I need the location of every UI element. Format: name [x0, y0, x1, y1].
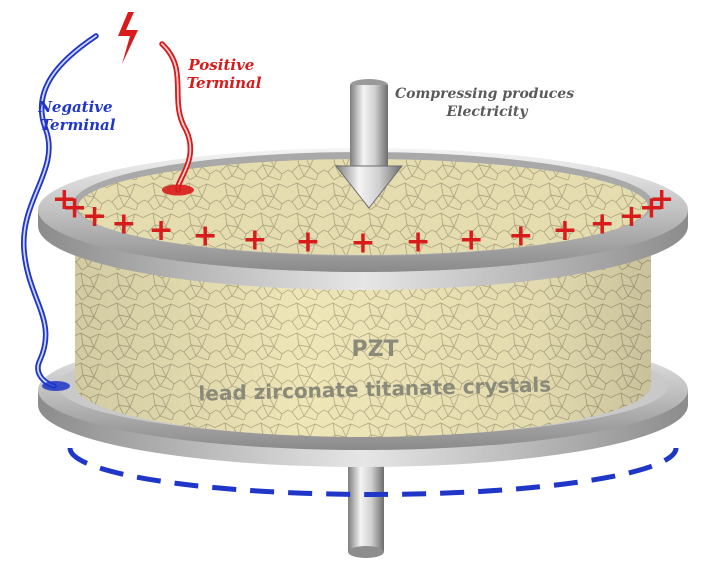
plus-charge: + [639, 191, 664, 226]
plus-charge: + [406, 225, 431, 260]
top-plate [38, 148, 688, 290]
plus-charge: + [459, 222, 484, 257]
lightning-bolt-icon [118, 12, 138, 64]
plus-charge: + [508, 218, 533, 253]
plus-charge: + [149, 213, 174, 248]
plus-charge: + [350, 226, 375, 261]
plus-charge: + [619, 199, 644, 234]
negative-wire [21, 33, 99, 391]
plus-charge: + [52, 182, 77, 217]
pzt-label: PZT [351, 337, 398, 362]
positive-charge-row: +++++++++++++++++ [52, 182, 675, 261]
plus-charge: + [590, 207, 615, 242]
positive-wire [159, 41, 194, 196]
compressing-caption: Compressing produces Electricity [395, 86, 579, 120]
negative-terminal-label: Negative Terminal [37, 98, 118, 134]
plus-charge: + [242, 222, 267, 257]
plus-charge: + [552, 213, 577, 248]
plus-charge: + [295, 225, 320, 260]
compression-arrow-icon [334, 79, 404, 209]
plus-charge: + [649, 182, 674, 217]
plus-charge: + [82, 199, 107, 234]
plus-charge: + [62, 191, 87, 226]
plus-charge: + [193, 218, 218, 253]
positive-terminal-label: Positive Terminal [187, 56, 262, 92]
plus-charge: + [111, 207, 136, 242]
negative-charge-row [67, 447, 679, 497]
